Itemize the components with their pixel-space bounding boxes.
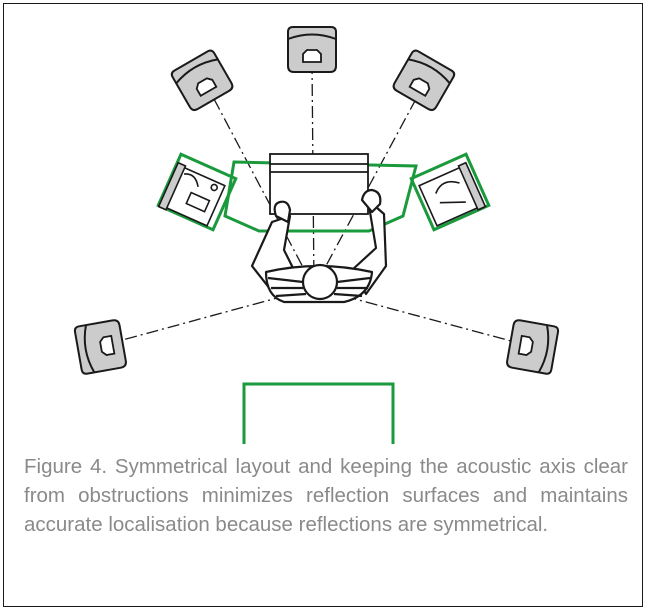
listener-icon bbox=[250, 188, 388, 304]
speaker-icon bbox=[169, 47, 236, 113]
laptop-icon bbox=[418, 161, 487, 227]
speaker-icon bbox=[390, 47, 457, 113]
desk-icon bbox=[269, 153, 369, 215]
speaker-icon bbox=[505, 318, 560, 376]
desk-outline bbox=[223, 160, 418, 233]
laptop-icon bbox=[157, 161, 226, 227]
reflective-surfaces bbox=[156, 152, 491, 444]
speaker-icon bbox=[73, 318, 128, 376]
left-laptop-surface bbox=[156, 152, 238, 232]
studio-layout-diagram bbox=[73, 26, 560, 444]
speaker-icon bbox=[287, 26, 337, 73]
figure-caption: Figure 4. Symmetrical layout and keeping… bbox=[24, 455, 628, 536]
right-laptop-surface bbox=[409, 152, 491, 232]
rack-outline bbox=[242, 382, 395, 444]
figure-frame: Figure 4. Symmetrical layout and keeping… bbox=[3, 3, 643, 607]
